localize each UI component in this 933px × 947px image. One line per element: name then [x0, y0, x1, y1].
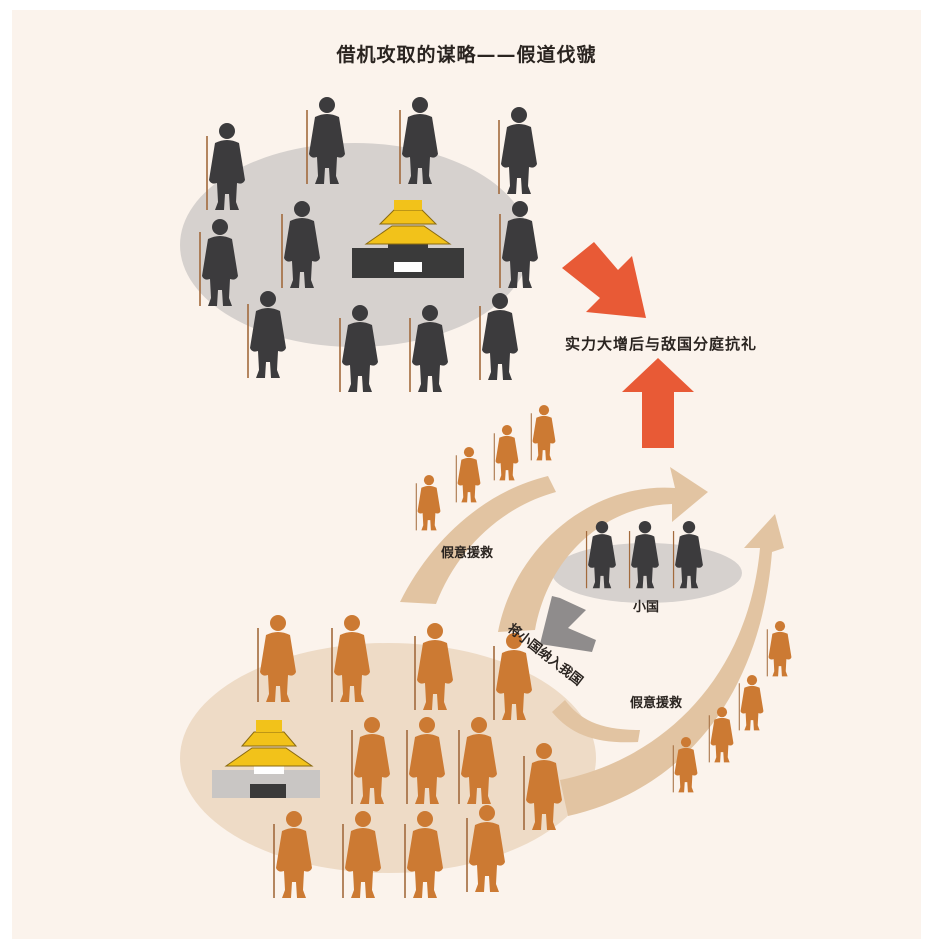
result-label: 实力大增后与敌国分庭抗礼 [565, 335, 758, 353]
small-state-label: 小国 [633, 600, 660, 615]
red-arrow-up [622, 358, 694, 448]
feigned-help-arrow-upper-tail [400, 476, 556, 604]
feigned-help-arrow-upper [498, 467, 708, 632]
red-arrow-diagonal [562, 242, 646, 318]
our-palace-icon [212, 720, 320, 798]
feigned-help-arrow-lower-tail [552, 700, 640, 743]
diagram-title: 借机攻取的谋略——假道伐虢 [336, 44, 597, 66]
annex-arrow [540, 596, 596, 652]
feigned-help-label-lower: 假意援救 [630, 696, 683, 711]
enemy-palace-icon [352, 200, 464, 278]
feigned-help-label-upper: 假意援救 [441, 546, 494, 561]
feigned-help-arrow-lower [560, 514, 784, 816]
